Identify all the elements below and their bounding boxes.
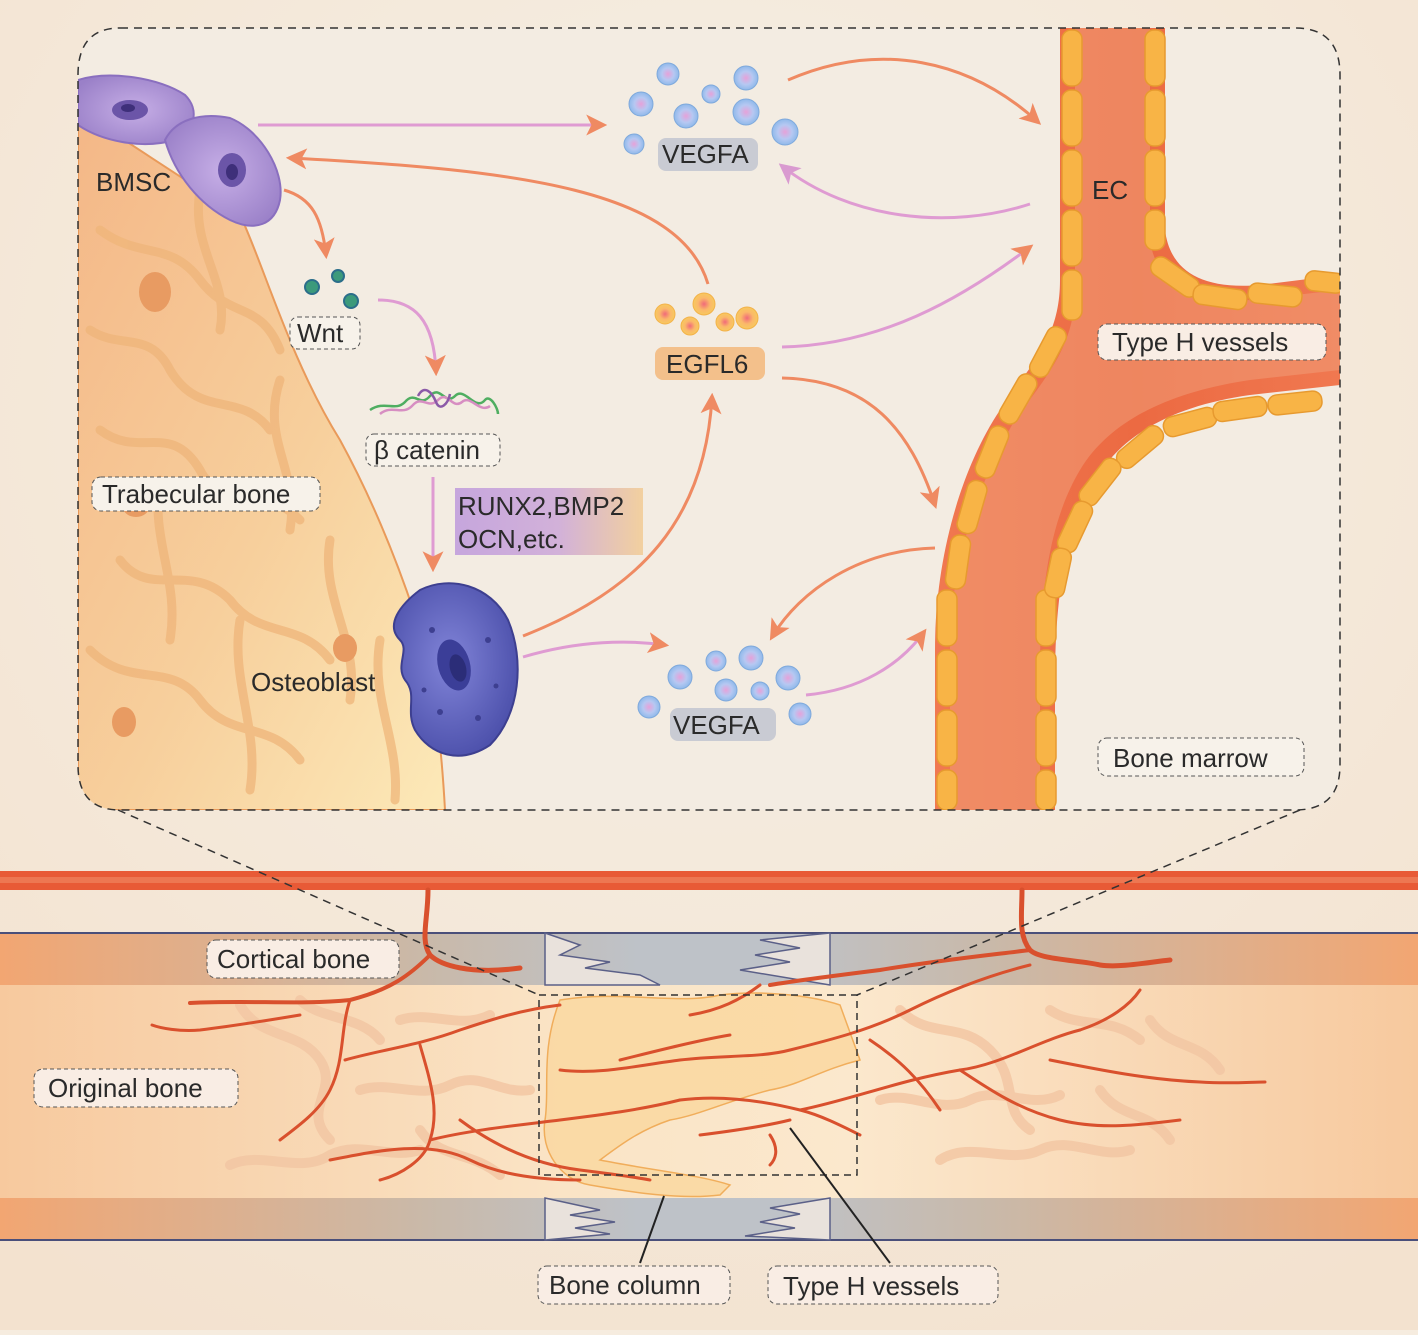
arrow-osteoblast-to-egfl6 bbox=[522, 392, 722, 638]
wnt-particles bbox=[304, 269, 359, 309]
arrow-vegfa-to-vessel bbox=[805, 628, 927, 697]
arrow-egfl6-to-bmsc bbox=[285, 148, 710, 285]
cortical-bone-bottom bbox=[0, 1198, 1418, 1240]
osteocyte bbox=[139, 272, 171, 312]
type-h-vessels-label: Type H vessels bbox=[783, 1271, 959, 1301]
bone-column-label: Bone column bbox=[549, 1270, 701, 1300]
bone-marrow-label-box bbox=[1097, 737, 1305, 777]
osteocyte bbox=[333, 634, 357, 662]
vegfa-particles-bottom bbox=[637, 645, 812, 726]
bone-column-leader bbox=[639, 1195, 665, 1264]
fracture-edges bbox=[544, 931, 831, 1241]
zoom-connector-left bbox=[117, 809, 540, 996]
bone-marrow-label: Bone marrow bbox=[1113, 743, 1268, 773]
arrow-wnt-to-betacatenin bbox=[377, 298, 446, 377]
egfl6-particles bbox=[654, 292, 759, 336]
original-bone-label-box bbox=[33, 1068, 239, 1108]
signal-arrows bbox=[258, 57, 1042, 697]
bone-column-label-box bbox=[537, 1265, 731, 1305]
beta-catenin-label-box bbox=[365, 433, 501, 467]
original-bone-label: Original bone bbox=[48, 1073, 203, 1103]
arrow-egfl6-to-ec bbox=[781, 244, 1034, 349]
vegfa-bottom-label: VEGFA bbox=[673, 710, 760, 740]
zoom-panel: BMSC Wnt β catenin Trabecular bone Osteo… bbox=[77, 27, 1341, 811]
type-h-vessels-zoom-label: Type H vessels bbox=[1112, 327, 1288, 357]
arrow-osteoblast-to-vegfa bbox=[522, 632, 670, 659]
beta-catenin-label: β catenin bbox=[374, 435, 480, 465]
arrow-egfl6-to-vessel bbox=[781, 376, 940, 509]
arrow-bmsc-to-wnt bbox=[283, 188, 335, 260]
vegfa-particles-top bbox=[623, 62, 799, 155]
type-h-vessel-zoom bbox=[935, 28, 1340, 810]
ec-label: EC bbox=[1092, 175, 1128, 205]
arrow-ec-to-vegfa bbox=[778, 163, 1031, 220]
arrow-vessel-to-vegfa bbox=[769, 546, 936, 641]
bone-column bbox=[543, 992, 861, 1198]
bone-section: Cortical bone Original bone Bone column … bbox=[0, 809, 1418, 1305]
egfl6-label-box bbox=[655, 347, 765, 380]
wnt-label-box bbox=[289, 316, 361, 350]
target-genes-box bbox=[455, 488, 643, 555]
target-genes-line1: RUNX2,BMP2 bbox=[458, 491, 624, 521]
periosteal-vessel-highlight bbox=[0, 877, 1418, 883]
cortical-bone-label: Cortical bone bbox=[217, 944, 370, 974]
bmsc-cells bbox=[78, 74, 282, 227]
osteoblast-label: Osteoblast bbox=[251, 667, 376, 697]
vegfa-bottom-label-box bbox=[670, 708, 776, 741]
osteocyte bbox=[112, 707, 136, 737]
zoom-panel-border bbox=[77, 27, 1341, 811]
cortical-bone-label-box bbox=[206, 939, 400, 979]
wnt-label: Wnt bbox=[297, 318, 344, 348]
egfl6-label: EGFL6 bbox=[666, 349, 748, 379]
type-h-vessel-network bbox=[150, 887, 1267, 1182]
zoom-connector-right bbox=[856, 809, 1301, 996]
vegfa-top-label-box bbox=[658, 138, 758, 171]
vegfa-top-label: VEGFA bbox=[662, 139, 749, 169]
target-genes-line2: OCN,etc. bbox=[458, 524, 565, 554]
trabecular-bone-label-box bbox=[91, 476, 321, 512]
zoom-source-box bbox=[538, 994, 858, 1176]
type-h-vessels-zoom-label-box bbox=[1097, 323, 1327, 361]
bmsc-label: BMSC bbox=[96, 167, 171, 197]
osteoblast-cell bbox=[393, 582, 519, 757]
type-h-vessels-label-box bbox=[767, 1265, 999, 1305]
trabecular-network bbox=[225, 995, 1225, 1180]
type-h-vessels-leader bbox=[789, 1127, 891, 1264]
beta-catenin-protein bbox=[369, 388, 500, 416]
arrow-vegfa-to-ec bbox=[787, 57, 1042, 125]
trabecular-bone-label: Trabecular bone bbox=[102, 479, 290, 509]
